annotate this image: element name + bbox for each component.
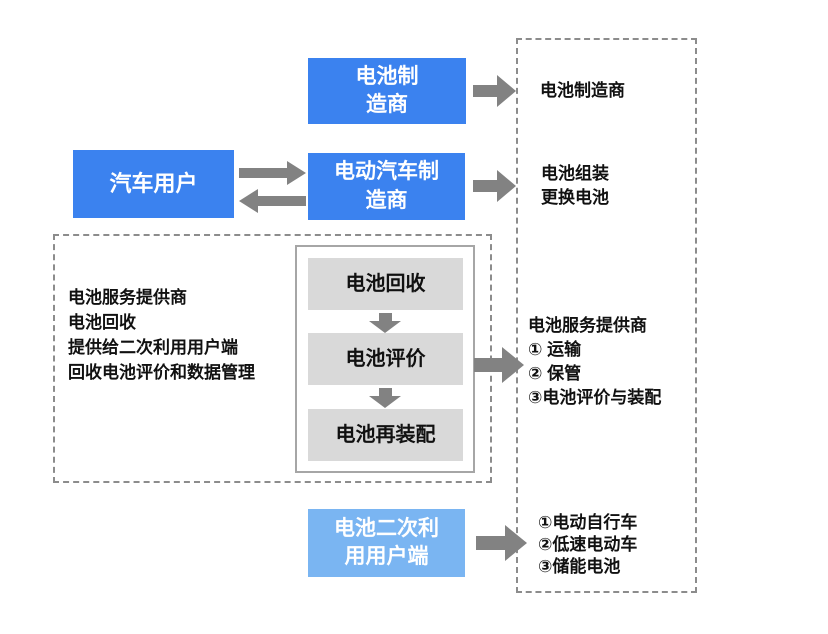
arrow-right-icon [473,170,516,202]
step-battery-reassembly-box: 电池再装配 [308,409,463,461]
battery-manufacturer-box: 电池制 造商 [308,58,466,124]
output-dashed-panel [516,38,697,593]
arrow-down-icon [369,313,401,333]
ev-manufacturer-box: 电动汽车制 造商 [308,153,465,220]
arrow-right-icon [473,75,516,107]
service-provider-description: 电池服务提供商 电池回收 提供给二次利用用户端 回收电池评价和数据管理 [68,288,255,382]
step-battery-recycle-box: 电池回收 [308,258,463,310]
step-battery-evaluation-box: 电池评价 [308,333,463,385]
vehicle-user-box: 汽车用户 [73,150,234,218]
ev-manufacturer-output-label: 电池组装 更换电池 [541,164,609,207]
arrow-down-icon [369,388,401,408]
arrow-right-icon [476,525,527,561]
service-provider-output-label: 电池服务提供商 ① 运输 ② 保管 ③电池评价与装配 [528,316,662,407]
battery-manufacturer-output-label: 电池制造商 [540,81,625,100]
arrow-right-icon [474,347,524,383]
secondary-user-output-label: ①电动自行车 ②低速电动车 ③储能电池 [538,513,638,576]
arrow-right-icon [239,161,306,185]
arrow-left-icon [239,189,306,213]
secondary-user-box: 电池二次利 用用户端 [308,509,465,577]
